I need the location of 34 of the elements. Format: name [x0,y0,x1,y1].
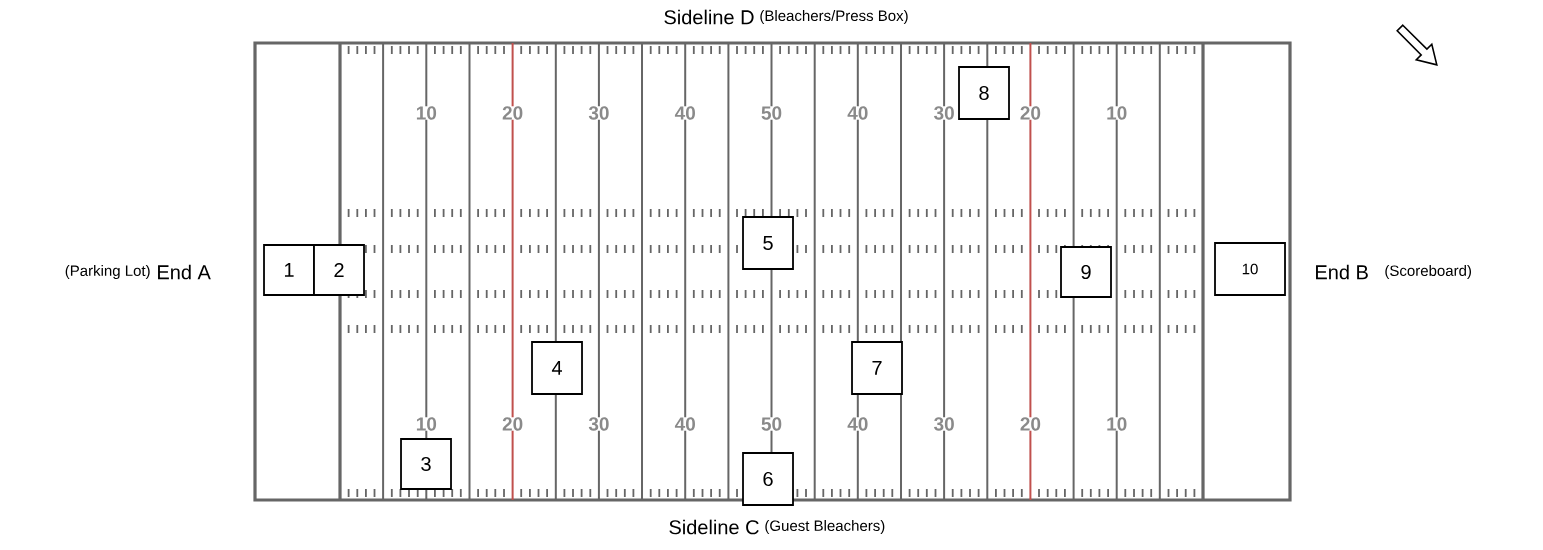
numbered-box: 10 [1214,242,1286,296]
yard-number: 20 [1018,417,1042,431]
numbered-box: 2 [313,244,365,296]
field-label: Sideline D [664,9,754,25]
yard-number: 10 [414,417,438,431]
field-label: (Parking Lot) [65,265,150,279]
numbered-box: 4 [531,341,583,395]
field-label: (Bleachers/Press Box) [760,10,908,24]
yard-number: 40 [846,417,870,431]
numbered-box: 6 [742,452,794,506]
numbered-box: 8 [958,66,1010,120]
yard-number: 30 [587,417,611,431]
yard-number: 40 [673,417,697,431]
numbered-box: 9 [1060,246,1112,298]
numbered-box: 5 [742,216,794,270]
yard-number: 30 [932,417,956,431]
yard-number: 50 [759,106,784,120]
numbered-box: 3 [400,438,452,490]
yard-number: 40 [673,106,697,120]
numbered-box: 7 [851,341,903,395]
yard-number: 10 [1105,417,1129,431]
yard-number: 10 [1105,106,1129,120]
yard-number: 50 [759,417,784,431]
yard-number: 30 [587,106,611,120]
field-label: (Scoreboard) [1385,265,1471,279]
yard-number: 20 [501,417,525,431]
field-label: Sideline C [669,519,759,535]
yard-number: 20 [501,106,525,120]
yard-number: 40 [846,106,870,120]
numbered-box: 1 [263,244,315,296]
field-label: End A [158,264,211,280]
yard-number: 10 [414,106,438,120]
field-label: (Guest Bleachers) [765,520,885,534]
field-label: End B [1316,264,1368,280]
